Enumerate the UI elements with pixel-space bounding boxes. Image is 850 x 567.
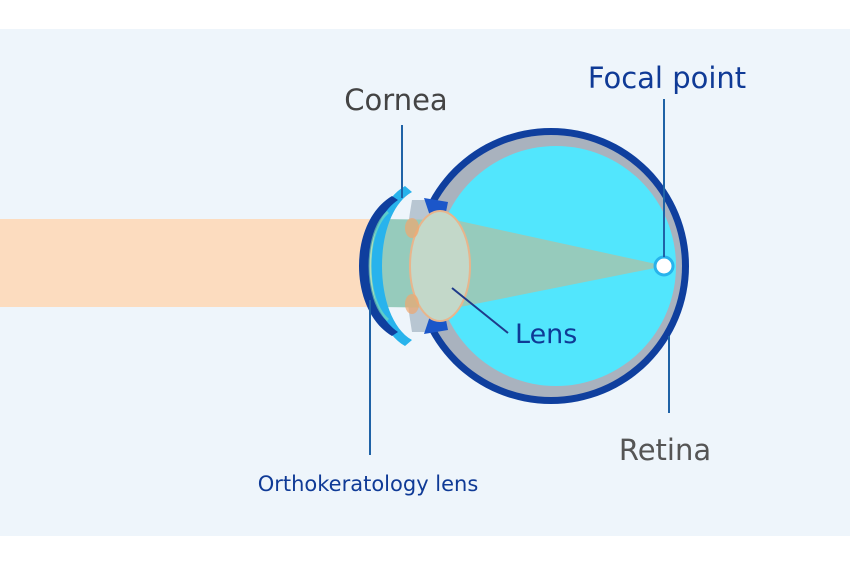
label-focal-point: Focal point bbox=[588, 61, 746, 95]
lens-leader-line bbox=[451, 287, 509, 334]
label-lens: Lens bbox=[515, 319, 577, 350]
label-retina: Retina bbox=[619, 433, 711, 467]
orthokeratology-lens bbox=[359, 196, 398, 336]
cornea bbox=[371, 186, 412, 346]
tear-film bbox=[368, 210, 390, 322]
label-orthokeratology-lens: Orthokeratology lens bbox=[258, 472, 479, 496]
label-cornea: Cornea bbox=[344, 83, 447, 117]
crystalline-lens bbox=[409, 210, 471, 322]
ciliary-muscle-lower bbox=[405, 294, 419, 314]
ciliary-muscle-upper bbox=[405, 218, 419, 238]
focal-point-marker bbox=[653, 255, 675, 277]
incoming-light-beam bbox=[0, 219, 380, 307]
